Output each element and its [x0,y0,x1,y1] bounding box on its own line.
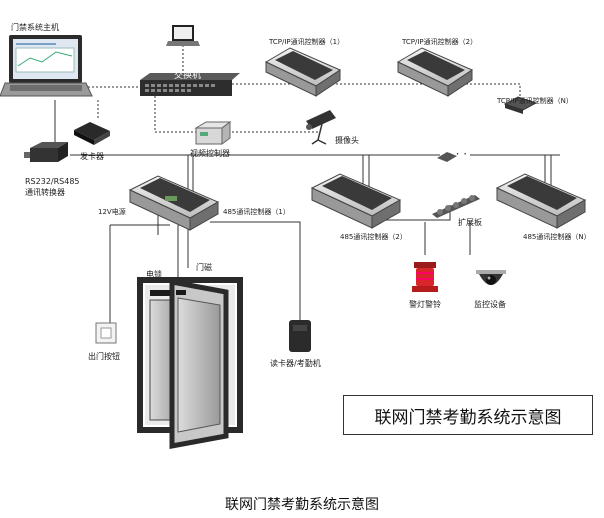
camera-icon [306,110,336,145]
converter-label-line1: RS232/RS485 [25,177,80,186]
camera-label: 摄像头 [335,135,359,145]
laptop-icon [166,25,200,46]
door [137,277,243,450]
power-label: 12V电源 [98,207,126,216]
tcp-controller-n-label: TCP/IP通讯控制器（N） [496,96,573,105]
video-controller-label: 视频控制器 [190,148,230,158]
host-computer [0,35,93,97]
network-switch [140,73,240,96]
card-issuer-label: 发卡器 [80,151,104,161]
exit-button-icon [95,322,117,344]
tcp-controller-2-label: TCP/IP通讯控制器（2） [401,37,477,46]
controller-485-n [495,173,587,229]
tcp-controller-2 [396,47,474,97]
rs232-rs485-converter [24,142,68,162]
card-reader-icon [289,320,311,352]
lock-label: 电锁 [146,269,162,279]
magnet-label: 门磁 [196,262,212,272]
exit-button-label: 出门按钮 [88,351,120,361]
tcp-controller-1-label: TCP/IP通讯控制器（1） [268,37,344,46]
diagram-title-box: 联网门禁考勤系统示意图 [343,395,593,435]
tcp-controller-n [503,96,538,114]
controller-485-n-label: 485通讯控制器（N） [523,232,591,241]
tcp-controller-1 [264,47,342,97]
controller-485-2 [310,173,402,229]
expansion-board [432,195,480,218]
alarm-label: 警灯警铃 [409,299,441,309]
converter-label-line2: 通讯转换器 [25,187,65,197]
alarm-light-icon [412,262,438,292]
expansion-label: 扩展板 [458,217,482,227]
monitor-label: 监控设备 [474,299,506,309]
bus-hub-icon [437,152,457,162]
controller-485-2-label: 485通讯控制器（2） [340,232,407,241]
controller-485-1-label: 485通讯控制器（1） [223,207,290,216]
host-label: 门禁系统主机 [11,22,59,32]
dome-camera-icon [476,270,506,285]
switch-label: 交换机 [174,69,201,81]
diagram-caption: 联网门禁考勤系统示意图 [225,497,379,513]
card-issuer [74,122,110,145]
controller-485-1 [128,175,220,231]
video-controller [194,121,232,145]
card-reader-label: 读卡器/考勤机 [270,358,321,368]
